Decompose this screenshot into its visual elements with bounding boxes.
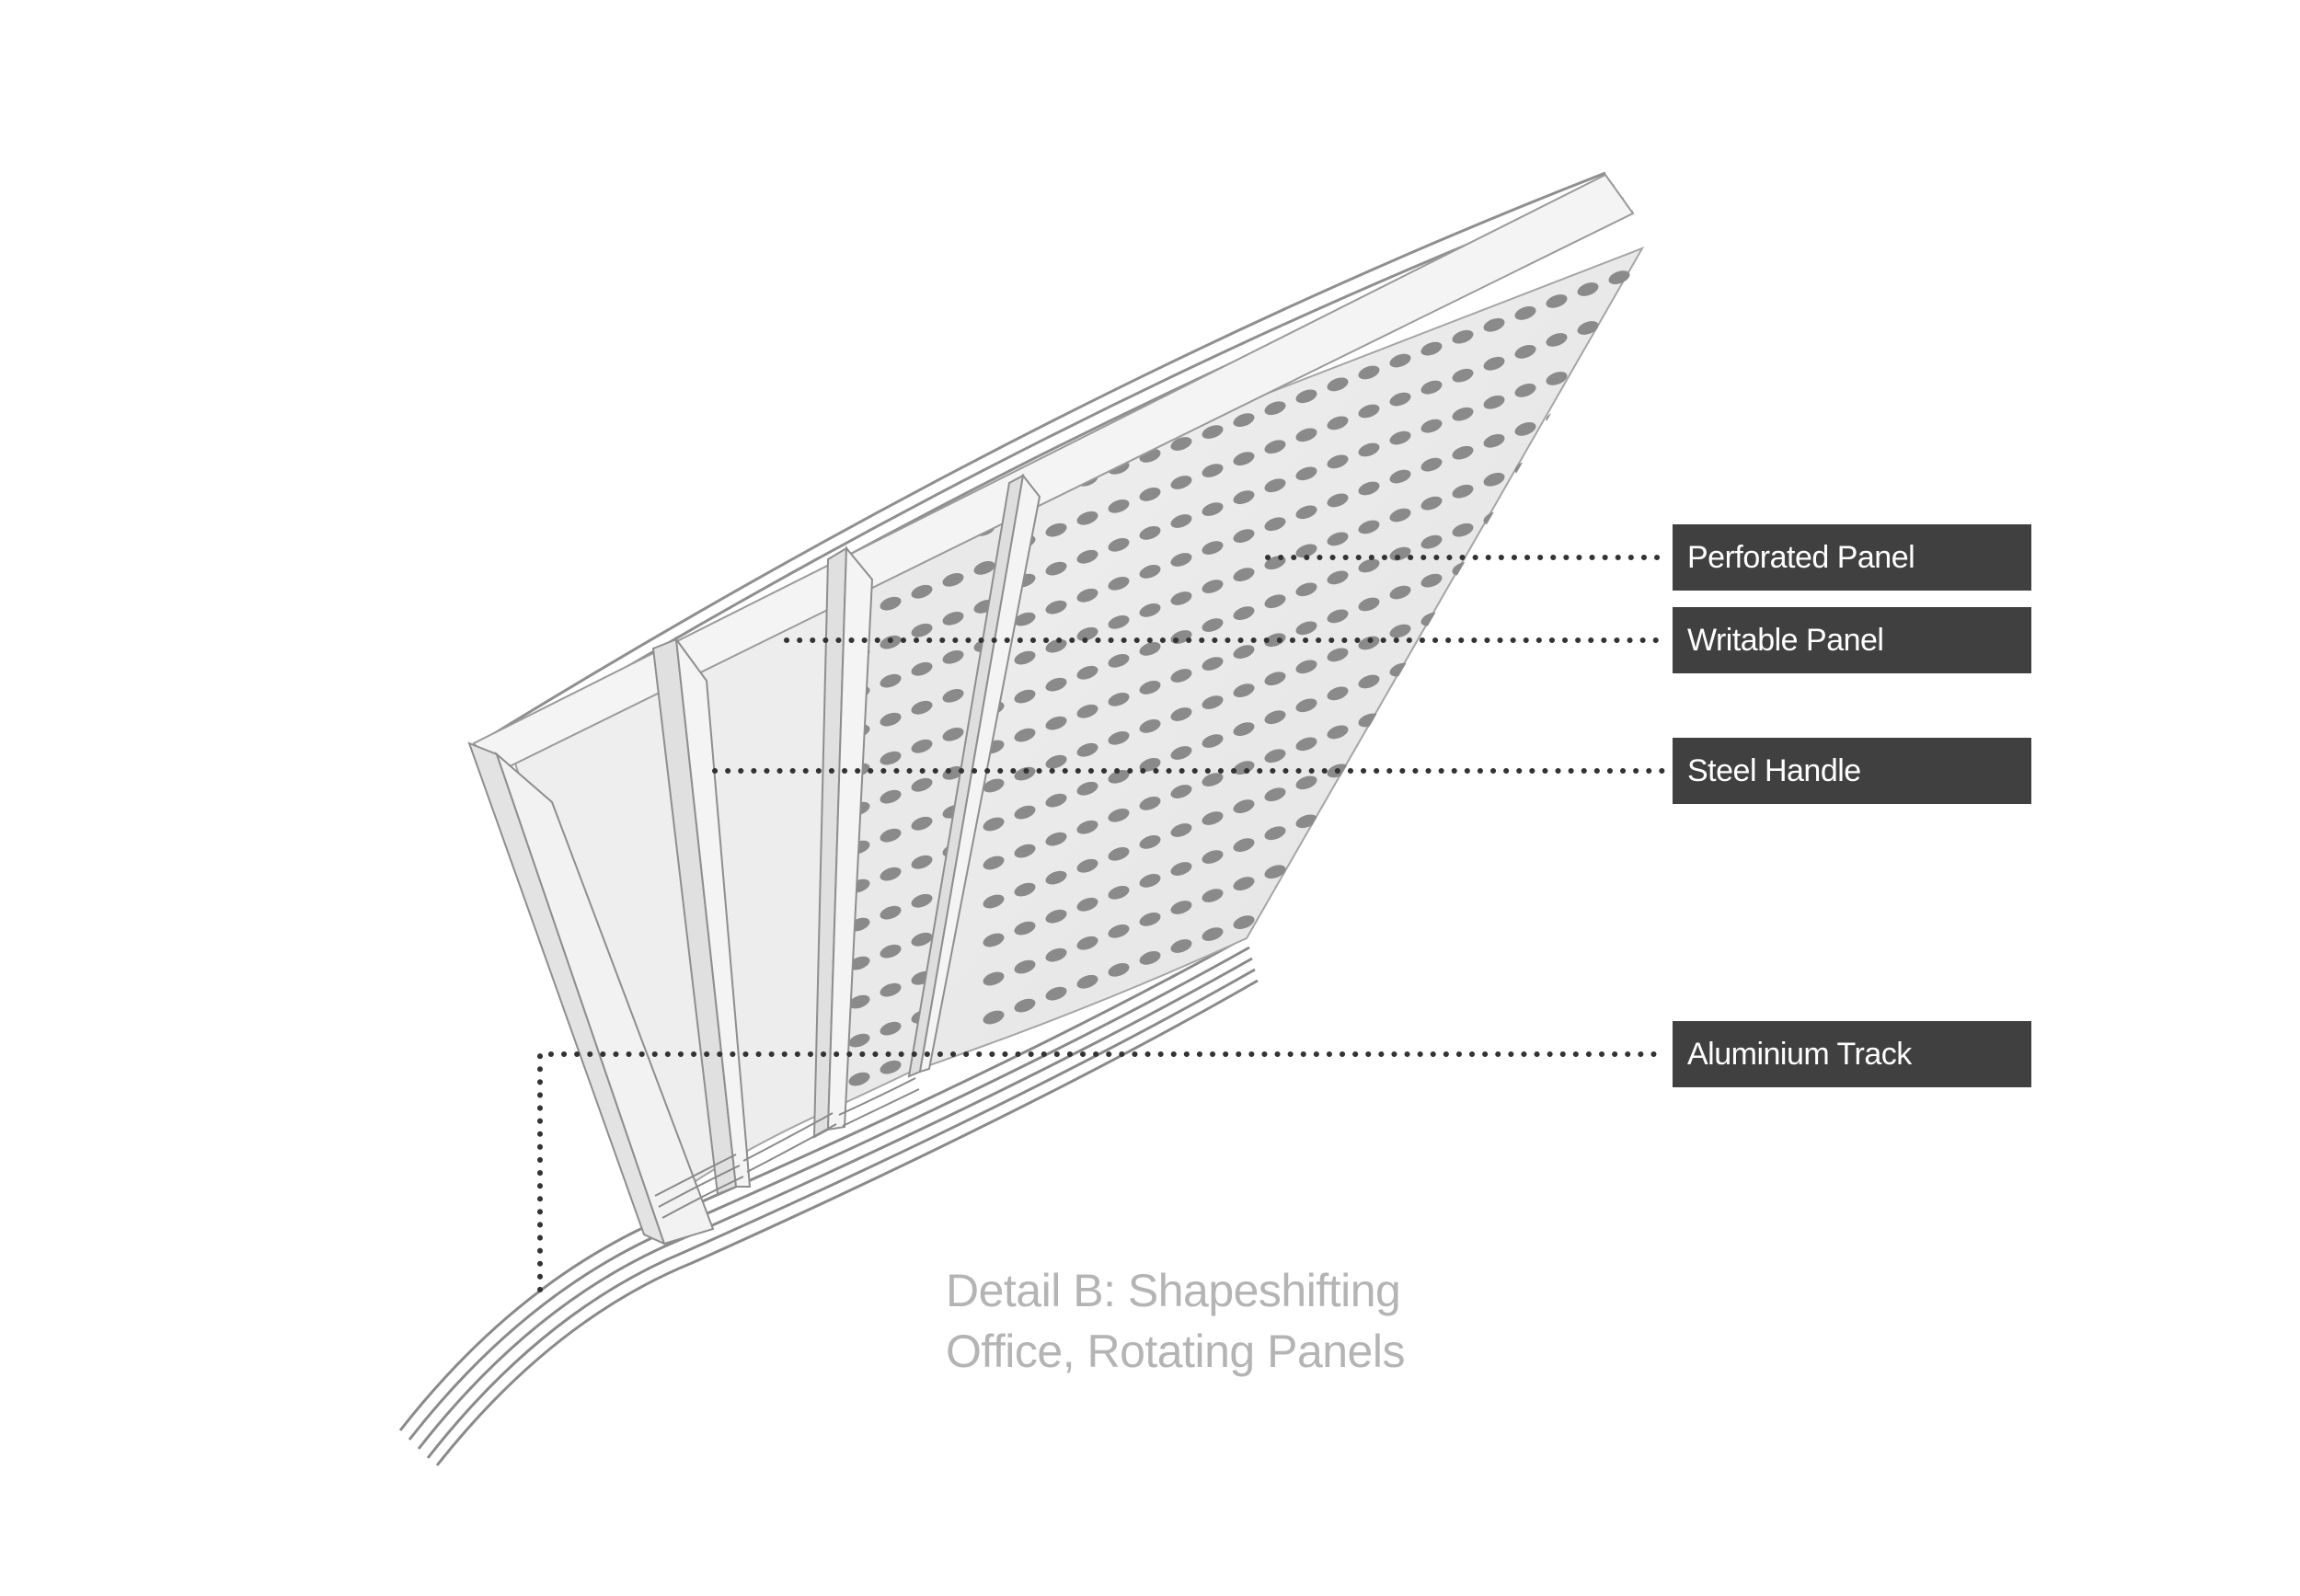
leader-lines <box>537 555 1666 1292</box>
caption-line-2: Office, Rotating Panels <box>946 1326 1405 1377</box>
steel-handles <box>467 473 1041 1246</box>
caption-line-1: Detail B: Shapeshifting <box>946 1265 1401 1316</box>
label-aluminium-track-text: Aluminium Track <box>1687 1036 1912 1072</box>
bottom-track-shoes <box>654 1077 920 1219</box>
label-writable-panel-text: Writable Panel <box>1687 622 1884 658</box>
label-steel-handle-text: Steel Handle <box>1687 752 1861 788</box>
label-aluminium-track: Aluminium Track <box>1673 1021 2031 1087</box>
leader-aluminium-track <box>537 1051 1666 1292</box>
label-writable-panel: Writable Panel <box>1673 607 2031 673</box>
label-steel-handle: Steel Handle <box>1673 738 2031 804</box>
label-perforated-panel: Perforated Panel <box>1673 524 2031 591</box>
label-perforated-panel-text: Perforated Panel <box>1687 539 1915 575</box>
